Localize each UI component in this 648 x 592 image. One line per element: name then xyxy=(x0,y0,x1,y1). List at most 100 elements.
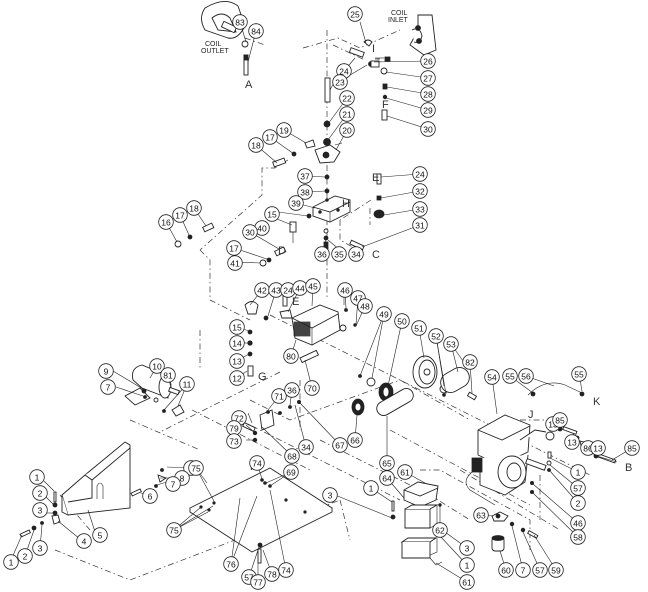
callout-number: 18 xyxy=(189,204,199,214)
callout-3: 3 xyxy=(459,540,475,556)
callout-61: 61 xyxy=(459,574,475,590)
callout-31: 31 xyxy=(412,217,428,233)
callout-number: 46 xyxy=(340,286,350,296)
callout-77: 77 xyxy=(250,574,266,590)
callout-12: 12 xyxy=(229,370,245,386)
callout-circle xyxy=(347,432,363,448)
callout-number: 67 xyxy=(335,441,345,451)
callout-11: 11 xyxy=(179,376,195,392)
callout-6: 6 xyxy=(142,488,158,504)
callout-82: 82 xyxy=(462,354,478,370)
callout-3: 3 xyxy=(32,540,48,556)
callout-number: 15 xyxy=(232,323,242,333)
coil-outlet-label: COIL xyxy=(205,41,221,48)
callout-number: 39 xyxy=(291,199,301,209)
callout-45: 45 xyxy=(305,278,321,294)
callout-number: 33 xyxy=(415,205,425,215)
callout-circle xyxy=(548,562,564,578)
connection-letters: A B C D E E F G H H I J K xyxy=(245,43,632,474)
callout-number: 75 xyxy=(169,526,179,536)
callout-number: 77 xyxy=(253,578,263,588)
callout-17: 17 xyxy=(262,129,278,145)
callout-80: 80 xyxy=(283,348,299,364)
callout-circle xyxy=(32,502,48,518)
callout-number: 42 xyxy=(257,286,267,296)
letter-h: H xyxy=(342,198,350,210)
callout-number: 75 xyxy=(191,464,201,474)
callout-15: 15 xyxy=(229,319,245,335)
callout-circle xyxy=(283,464,299,480)
callout-68: 68 xyxy=(284,448,300,464)
callout-64: 64 xyxy=(379,470,395,486)
callout-number: 55 xyxy=(505,372,515,382)
callout-circle xyxy=(288,195,304,211)
callout-circle xyxy=(142,488,158,504)
callout-number: 85 xyxy=(555,416,565,426)
callout-circle xyxy=(348,246,364,262)
callout-number: 51 xyxy=(414,324,424,334)
callout-circle xyxy=(223,556,239,572)
callout-circle xyxy=(149,358,165,374)
callout-62: 62 xyxy=(432,522,448,538)
callout-number: 50 xyxy=(397,317,407,327)
callout-circle xyxy=(165,476,181,492)
callout-circle xyxy=(484,369,500,385)
callout-circle xyxy=(332,74,348,90)
letter-k: K xyxy=(593,396,601,408)
callout-number: 56 xyxy=(521,372,531,382)
callout-number: 59 xyxy=(551,566,561,576)
callout-circle xyxy=(420,86,436,102)
callout-circle xyxy=(76,533,92,549)
callout-53: 53 xyxy=(443,336,459,352)
callout-circle xyxy=(229,335,245,351)
callout-circle xyxy=(229,353,245,369)
callout-1: 1 xyxy=(3,554,19,570)
callout-number: 37 xyxy=(300,172,310,182)
pump xyxy=(291,304,347,364)
callout-circle xyxy=(570,495,586,511)
callout-2: 2 xyxy=(570,495,586,511)
callout-65: 65 xyxy=(379,455,395,471)
callout-67: 67 xyxy=(332,437,348,453)
callout-circle xyxy=(339,106,355,122)
callout-circle xyxy=(250,574,266,590)
callout-number: 1 xyxy=(369,484,374,494)
callout-number: 26 xyxy=(423,57,433,67)
callout-circle xyxy=(412,217,428,233)
callout-34: 34 xyxy=(298,439,314,455)
callout-28: 28 xyxy=(420,86,436,102)
bracket-parts xyxy=(242,399,301,443)
callout-number: 40 xyxy=(257,224,267,234)
callout-circle xyxy=(347,6,363,22)
callout-number: 13 xyxy=(593,444,603,454)
solenoid-parts xyxy=(491,511,539,552)
callout-55: 55 xyxy=(571,366,587,382)
callout-circle xyxy=(188,460,204,476)
callout-number: 64 xyxy=(382,474,392,484)
callout-number: 66 xyxy=(350,436,360,446)
callout-75: 75 xyxy=(166,522,182,538)
callout-number: 58 xyxy=(573,533,583,543)
callout-circle xyxy=(100,379,116,395)
callout-1: 1 xyxy=(29,469,45,485)
battery xyxy=(390,481,447,566)
callout-22: 22 xyxy=(339,90,355,106)
callout-60: 60 xyxy=(498,562,514,578)
callout-circle xyxy=(314,246,330,262)
letter-i: I xyxy=(372,43,375,55)
callout-number: 11 xyxy=(183,380,192,390)
callout-circle xyxy=(186,200,202,216)
callout-number: 21 xyxy=(342,110,352,120)
callout-circle xyxy=(459,557,475,573)
callout-circle xyxy=(232,14,248,30)
callout-38: 38 xyxy=(297,184,313,200)
callout-number: 1 xyxy=(9,558,14,568)
callout-circle xyxy=(304,380,320,396)
callout-number: 3 xyxy=(38,506,43,516)
callout-number: 43 xyxy=(271,286,281,296)
callout-56: 56 xyxy=(518,368,534,384)
callout-number: 24 xyxy=(339,67,349,77)
callout-number: 86 xyxy=(583,444,593,454)
fittings-top xyxy=(241,39,391,194)
callout-number: 20 xyxy=(342,126,352,136)
